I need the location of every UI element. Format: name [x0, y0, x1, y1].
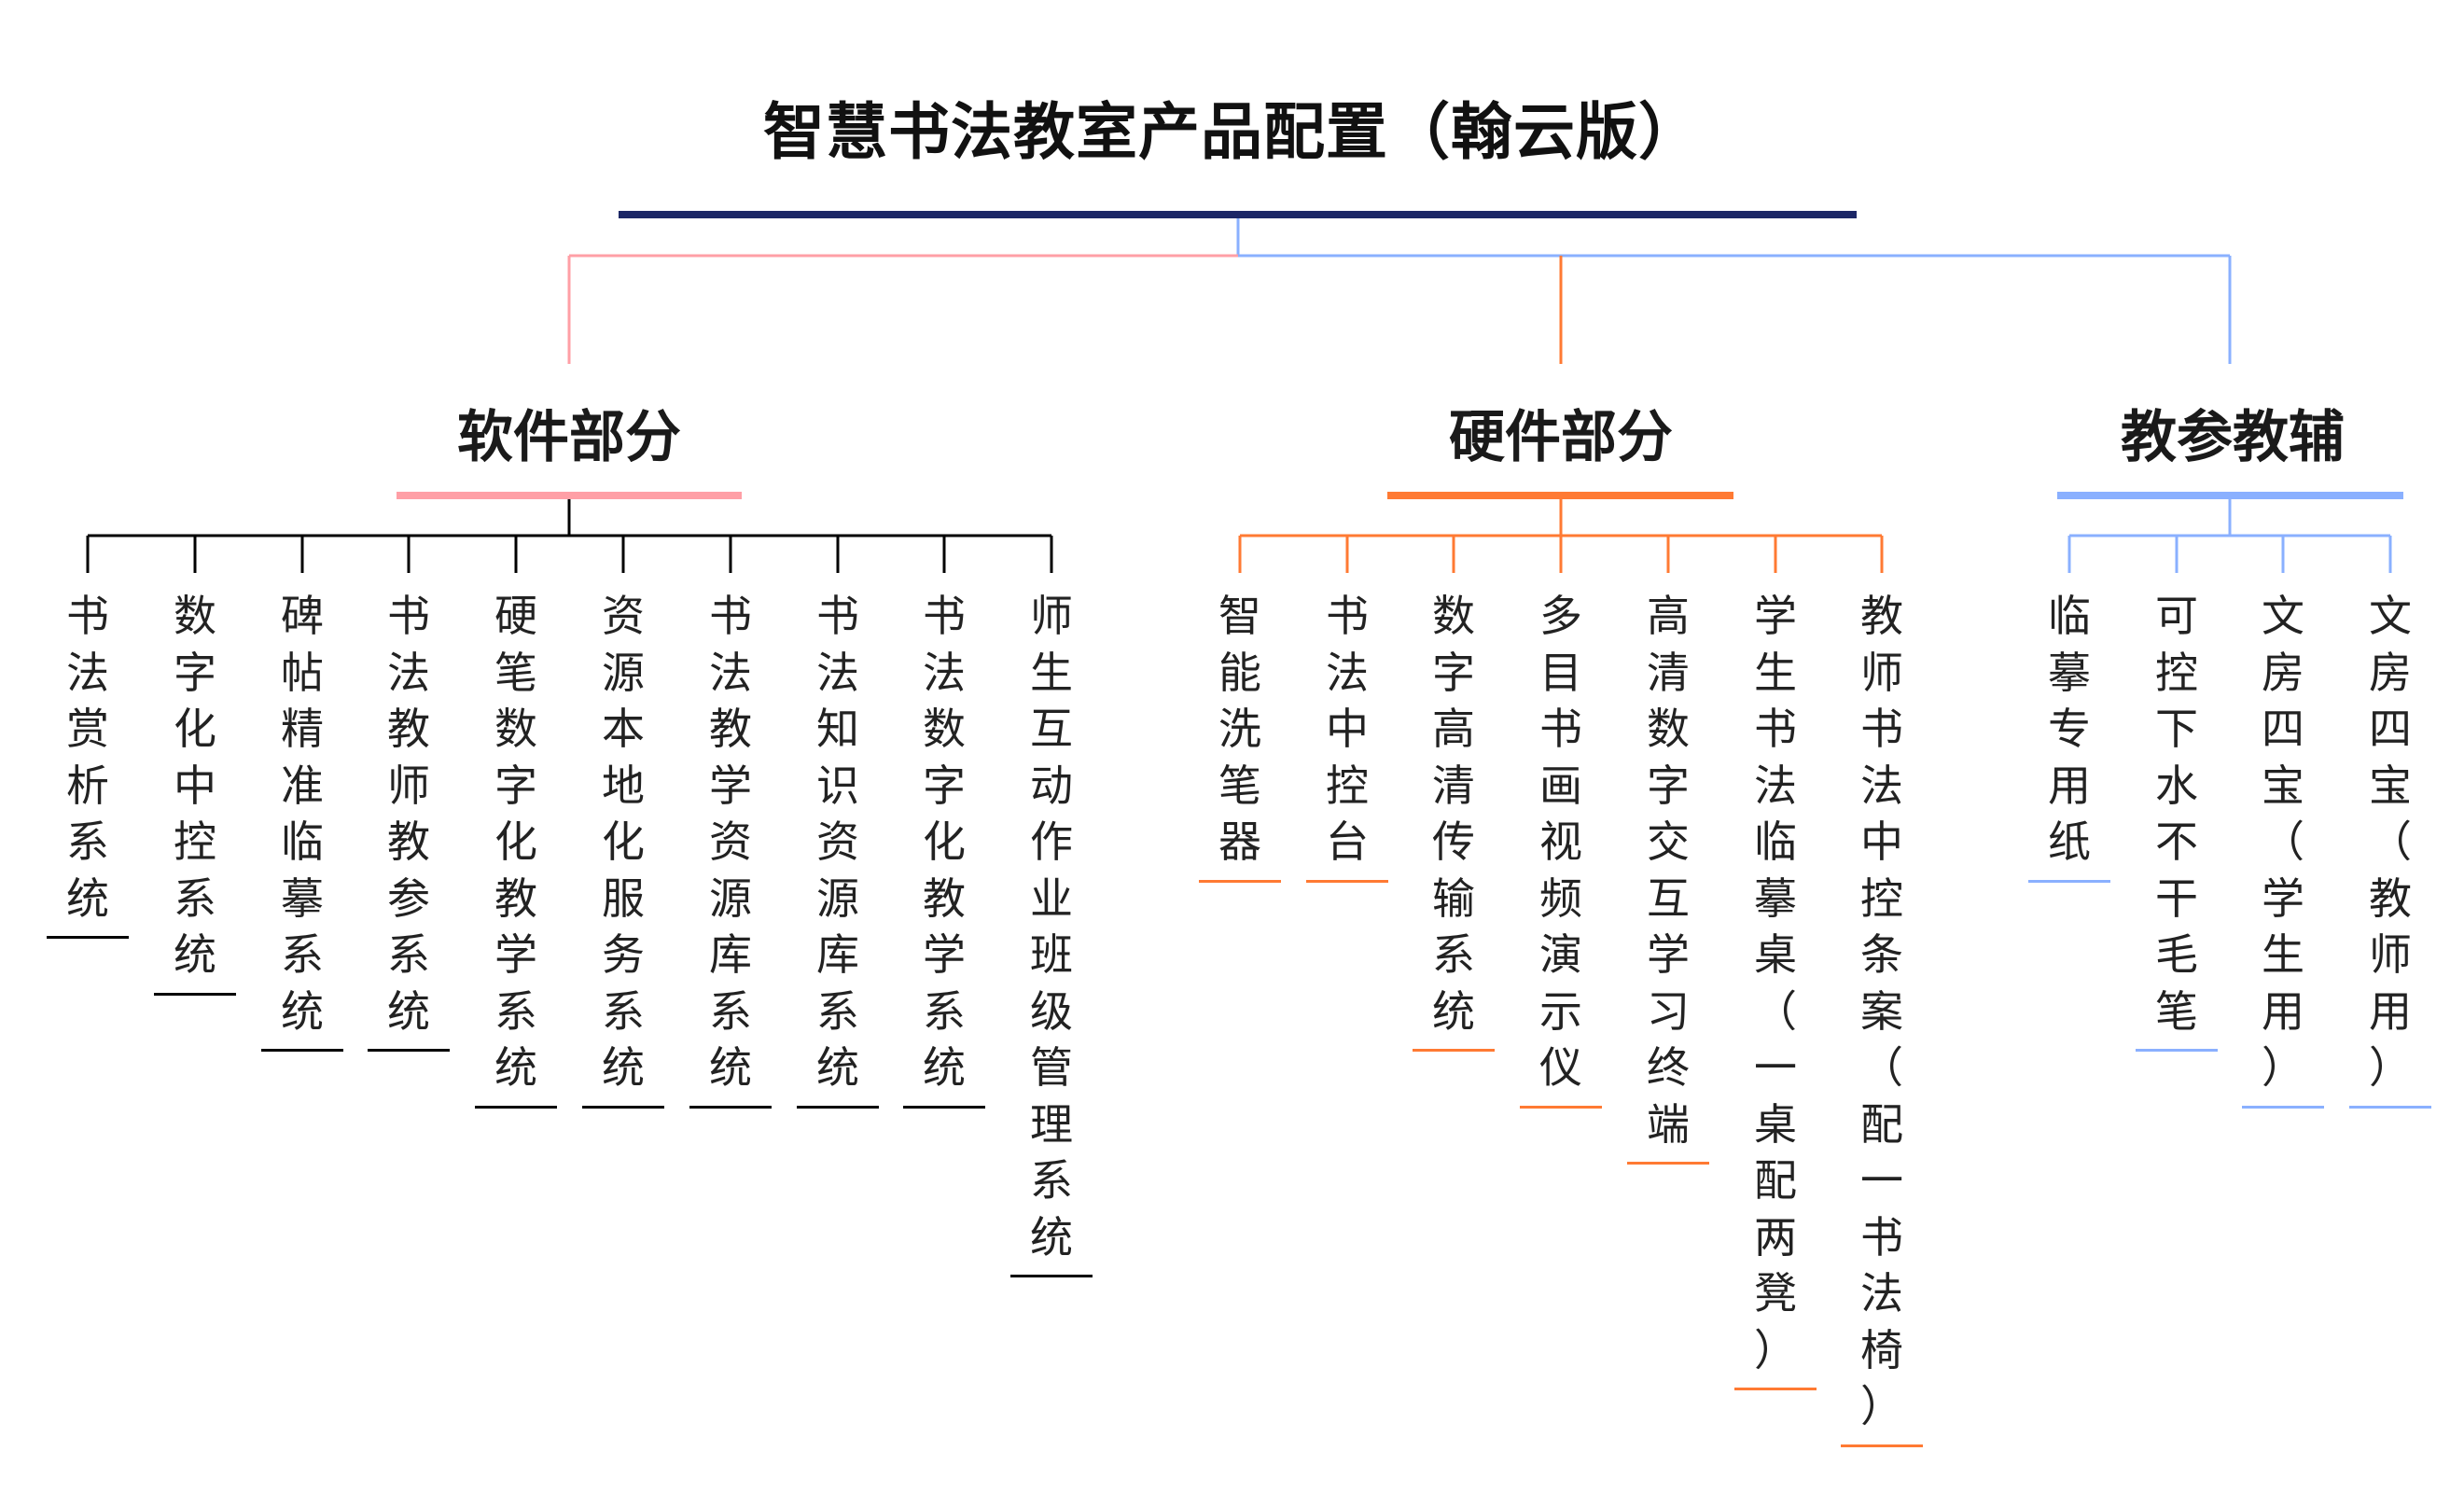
- category-title-hardware: 硬件部分: [1449, 405, 1673, 470]
- leaf-item-hardware: 高清数字交互学习终端: [1627, 588, 1709, 1165]
- leaf-label: 书法赏析系统: [66, 591, 109, 924]
- category-title-teaching: 教参教辅: [2121, 405, 2345, 470]
- leaf-underline: [1627, 1162, 1709, 1165]
- leaf-underline: [797, 1105, 879, 1109]
- leaf-underline: [154, 992, 236, 996]
- leaf-item-hardware: 书法中控台: [1306, 588, 1388, 883]
- leaf-item-teaching: 文房四宝（教师用）: [2349, 588, 2431, 1109]
- leaf-item-software: 书法数字化教学系统: [903, 588, 985, 1109]
- leaf-item-hardware: 教师书法中控条案（配一书法椅）: [1841, 588, 1923, 1447]
- leaf-label: 学生书法临摹桌（一桌配两凳）: [1754, 591, 1797, 1375]
- category-title-software: 软件部分: [457, 405, 681, 470]
- leaf-label: 师生互动作业班级管理系统: [1030, 591, 1073, 1263]
- leaf-label: 智能洗笔器: [1218, 591, 1261, 867]
- leaf-underline: [1413, 1049, 1495, 1052]
- leaf-underline: [47, 936, 129, 939]
- leaf-underline: [1841, 1444, 1923, 1447]
- leaf-underline: [582, 1105, 664, 1109]
- leaf-label: 书法数字化教学系统: [923, 591, 966, 1093]
- leaf-item-teaching: 可控下水不干毛笔: [2136, 588, 2218, 1052]
- leaf-underline: [2028, 879, 2110, 883]
- leaf-label: 硬笔数字化教学系统: [494, 591, 537, 1093]
- leaf-underline: [1010, 1275, 1093, 1277]
- leaf-item-software: 书法赏析系统: [47, 588, 129, 939]
- leaf-item-hardware: 多目书画视频演示仪: [1520, 588, 1602, 1109]
- leaf-underline: [1199, 879, 1281, 883]
- leaf-label: 多目书画视频演示仪: [1539, 591, 1582, 1093]
- leaf-item-software: 书法知识资源库系统: [797, 588, 879, 1109]
- leaf-label: 文房四宝（学生用）: [2262, 591, 2304, 1093]
- leaf-label: 碑帖精准临摹系统: [281, 591, 324, 1037]
- leaf-label: 可控下水不干毛笔: [2155, 591, 2198, 1037]
- leaf-label: 书法教师教参系统: [387, 591, 430, 1037]
- leaf-label: 书法中控台: [1326, 591, 1369, 867]
- leaf-item-software: 资源本地化服务系统: [582, 588, 664, 1109]
- leaf-label: 高清数字交互学习终端: [1647, 591, 1690, 1150]
- leaf-label: 数字高清传输系统: [1432, 591, 1475, 1037]
- leaf-item-software: 硬笔数字化教学系统: [475, 588, 557, 1109]
- leaf-label: 文房四宝（教师用）: [2369, 591, 2412, 1093]
- leaf-item-hardware: 数字高清传输系统: [1413, 588, 1495, 1052]
- leaf-underline: [1734, 1388, 1817, 1390]
- leaf-item-hardware: 智能洗笔器: [1199, 588, 1281, 883]
- leaf-underline: [475, 1105, 557, 1109]
- leaf-item-hardware: 学生书法临摹桌（一桌配两凳）: [1734, 588, 1817, 1390]
- leaf-label: 书法教学资源库系统: [709, 591, 752, 1093]
- leaf-underline: [689, 1105, 772, 1109]
- leaf-underline: [903, 1105, 985, 1109]
- leaf-underline: [368, 1049, 450, 1052]
- diagram-title: 智慧书法教室产品配置（翰云版）: [763, 96, 1701, 168]
- leaf-item-teaching: 文房四宝（学生用）: [2242, 588, 2324, 1109]
- leaf-item-software: 书法教学资源库系统: [689, 588, 772, 1109]
- leaf-item-software: 碑帖精准临摹系统: [261, 588, 343, 1052]
- leaf-label: 数字化中控系统: [174, 591, 216, 980]
- leaf-underline: [1520, 1105, 1602, 1109]
- leaf-label: 临摹专用纸: [2048, 591, 2091, 867]
- leaf-item-software: 师生互动作业班级管理系统: [1010, 588, 1093, 1277]
- leaf-underline: [1306, 879, 1388, 883]
- leaf-label: 书法知识资源库系统: [816, 591, 859, 1093]
- leaf-underline: [2136, 1049, 2218, 1052]
- leaf-label: 教师书法中控条案（配一书法椅）: [1860, 591, 1903, 1431]
- leaf-underline: [2349, 1105, 2431, 1109]
- leaf-underline: [261, 1049, 343, 1052]
- leaf-item-software: 书法教师教参系统: [368, 588, 450, 1052]
- leaf-item-software: 数字化中控系统: [154, 588, 236, 996]
- leaf-label: 资源本地化服务系统: [602, 591, 645, 1093]
- leaf-item-teaching: 临摹专用纸: [2028, 588, 2110, 883]
- leaf-underline: [2242, 1105, 2324, 1109]
